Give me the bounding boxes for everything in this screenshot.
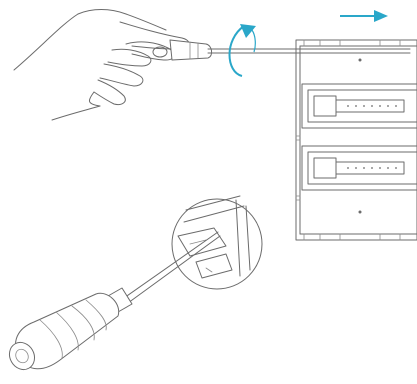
slide-right-arrow-icon xyxy=(340,10,388,22)
screwdriver-close-up xyxy=(8,231,221,371)
hand-holding-screwdriver xyxy=(13,9,297,121)
rotate-arrow-icon xyxy=(228,24,256,77)
wall-mount-panel xyxy=(295,39,417,241)
zoom-detail-circle xyxy=(171,195,263,290)
upper-slot-dots xyxy=(347,105,397,107)
lower-slot-dots xyxy=(347,167,397,169)
